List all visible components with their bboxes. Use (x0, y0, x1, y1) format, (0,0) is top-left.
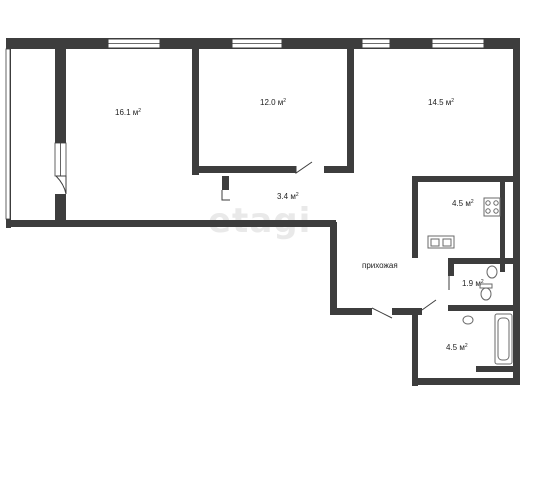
toilet-area-label: 1.9 м2 (462, 279, 484, 288)
room-16-area-label: 16.1 м2 (115, 108, 141, 117)
toilet-sink-icon (486, 265, 498, 279)
kitchen-sink-icon (427, 235, 455, 249)
bathroom-area-label: 4.5 м2 (446, 343, 468, 352)
windows (5, 38, 485, 220)
room-12-area-label: 12.0 м2 (260, 98, 286, 107)
bathroom-sink-icon (462, 315, 474, 325)
corridor-area-label: 3.4 м2 (277, 192, 299, 201)
stove-icon (483, 197, 501, 217)
hallway-label: прихожая (362, 261, 398, 270)
bathtub-icon (494, 313, 513, 365)
doors (55, 161, 450, 319)
toilet-icon (480, 287, 492, 301)
fixtures (427, 197, 513, 365)
room-labels: 16.1 м2 12.0 м2 14.5 м2 3.4 м2 4.5 м2 пр… (115, 98, 484, 352)
room-14-area-label: 14.5 м2 (428, 98, 454, 107)
kitchen-area-label: 4.5 м2 (452, 199, 474, 208)
